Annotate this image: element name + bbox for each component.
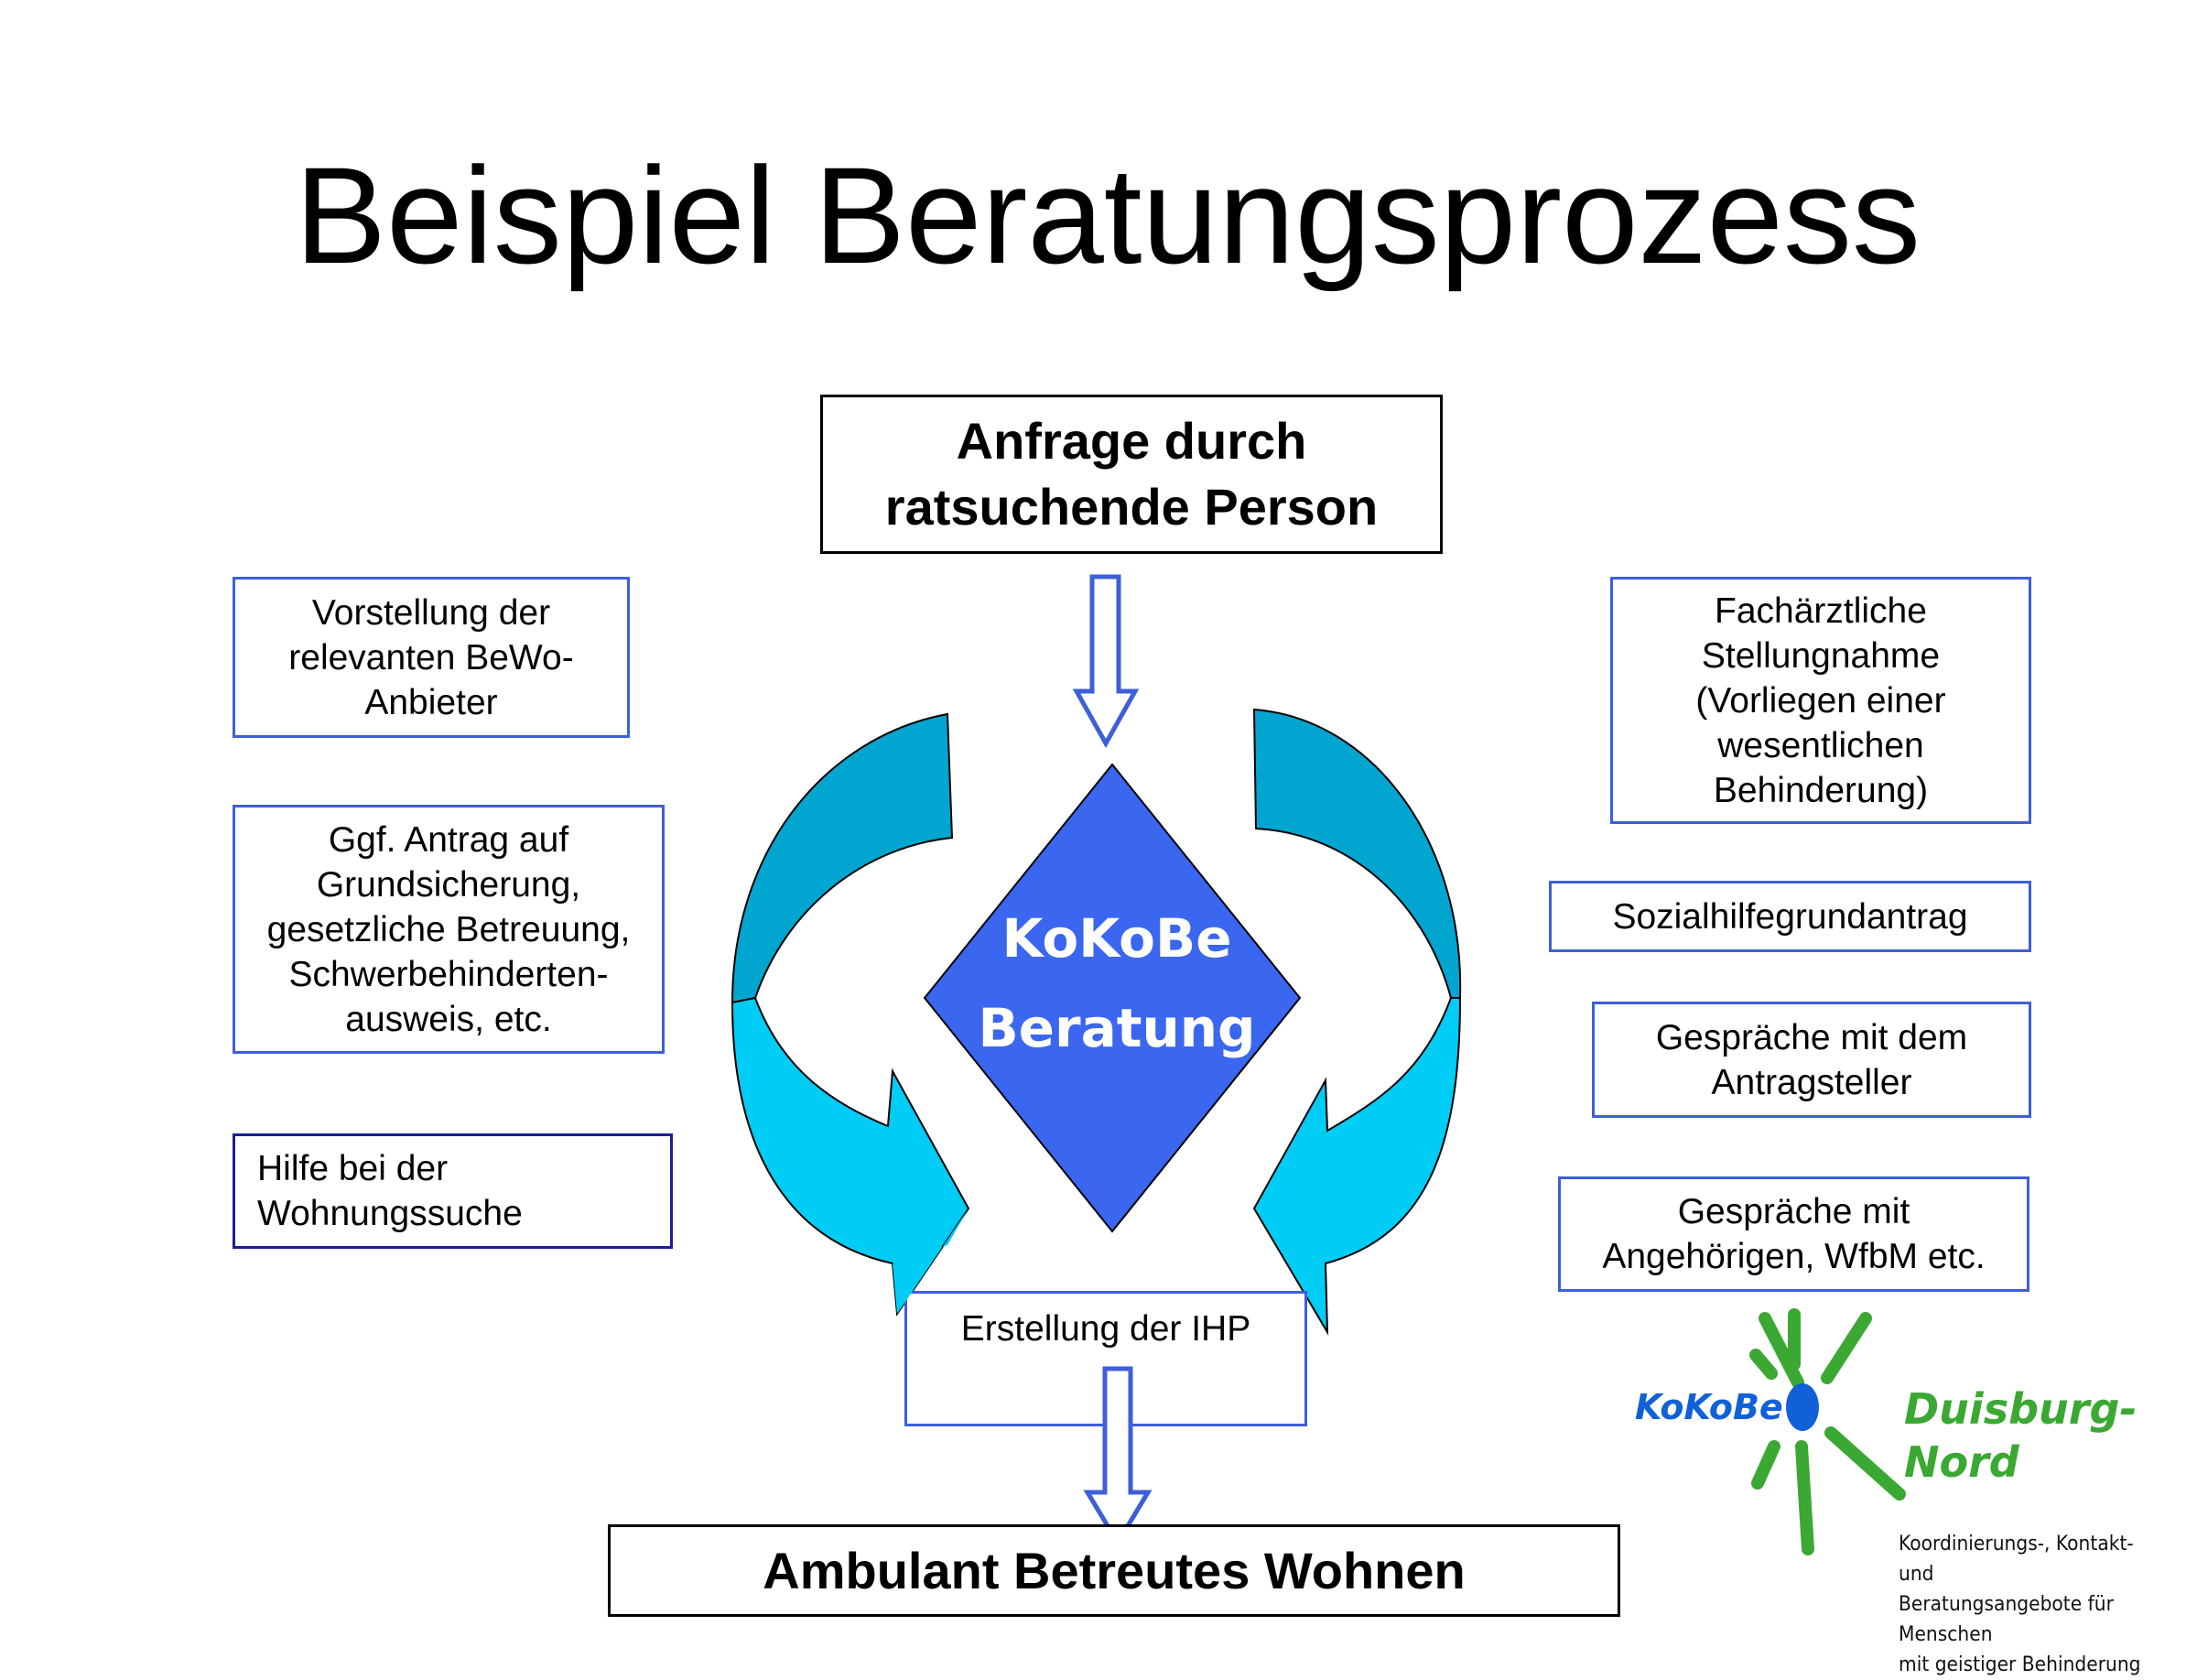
box-wohnung-line: Hilfe bei der (257, 1149, 449, 1188)
box-fachaerztlich-line: wesentlichen (1717, 725, 1924, 765)
box-fachaerztlich: Fachärztliche Stellungnahme (Vorliegen e… (1610, 577, 2031, 824)
box-fachaerztlich-line: (Vorliegen einer (1695, 680, 1946, 721)
box-antrag: Ggf. Antrag auf Grundsicherung, gesetzli… (233, 805, 665, 1054)
diamond-line: Beratung (978, 997, 1256, 1059)
box-vorstellung-line: Anbieter (364, 682, 498, 722)
box-anfrage-line: ratsuchende Person (884, 478, 1379, 536)
box-fachaerztlich-line: Behinderung) (1713, 770, 1929, 810)
box-gespraeche-angehoerige-line: Gespräche mit (1677, 1192, 1910, 1231)
logo-tagline-line: Beratungsangebote für Menschen (1899, 1593, 2114, 1646)
down-arrow-bottom-overlay (1083, 1366, 1153, 1547)
box-ambulant-text: Ambulant Betreutes Wohnen (763, 1542, 1466, 1599)
box-antrag-line: ausweis, etc. (345, 999, 552, 1039)
logo-name: KoKoBe (1635, 1387, 1783, 1427)
box-vorstellung-line: Vorstellung der (311, 592, 551, 633)
left-arrow-head-overlay (893, 1209, 969, 1314)
box-sozialhilfe-text: Sozialhilfegrundantrag (1612, 896, 1968, 937)
right-curved-arrow-front (1252, 997, 1462, 1336)
box-vorstellung-line: relevanten BeWo- (288, 637, 574, 677)
box-anfrage-line: Anfrage durch (956, 412, 1307, 470)
logo-city-line: Nord (1904, 1437, 2019, 1487)
box-gespraeche-angehoerige: Gespräche mit Angehörigen, WfbM etc. (1558, 1176, 2029, 1292)
box-gespraeche-antragsteller-line: Antragsteller (1711, 1062, 1912, 1102)
logo-tagline-line: mit geistiger Behinderung (1899, 1653, 2141, 1676)
box-sozialhilfe: Sozialhilfegrundantrag (1549, 881, 2031, 952)
logo-graphic (1749, 1308, 1906, 1555)
box-vorstellung: Vorstellung der relevanten BeWo- Anbiete… (233, 577, 630, 738)
diamond-line: KoKoBe (1001, 907, 1232, 970)
logo-tagline-line: Koordinierungs-, Kontakt- und (1899, 1533, 2134, 1586)
box-antrag-line: gesetzliche Betreuung, (266, 909, 631, 949)
box-antrag-line: Grundsicherung, (316, 864, 581, 905)
logo-city: Duisburg- Nord (1904, 1382, 2137, 1489)
box-anfrage: Anfrage durch ratsuchende Person (820, 395, 1443, 554)
logo-city-line: Duisburg- (1904, 1384, 2137, 1434)
page-title: Beispiel Beratungsprozess (295, 138, 1921, 292)
box-ambulant: Ambulant Betreutes Wohnen (608, 1524, 1620, 1617)
box-wohnung-line: Wohnungssuche (257, 1194, 523, 1233)
kokobe-diamond (923, 763, 1302, 1233)
box-fachaerztlich-line: Stellungnahme (1701, 635, 1941, 676)
box-antrag-line: Ggf. Antrag auf (328, 819, 569, 860)
box-ihp-text: Erstellung der IHP (960, 1309, 1251, 1349)
box-gespraeche-antragsteller-line: Gespräche mit dem (1655, 1017, 1968, 1057)
box-gespraeche-antragsteller: Gespräche mit dem Antragsteller (1592, 1002, 2031, 1118)
down-arrow-top (1072, 574, 1140, 749)
logo-tagline: Koordinierungs-, Kontakt- und Beratungsa… (1899, 1529, 2173, 1680)
box-gespraeche-angehoerige-line: Angehörigen, WfbM etc. (1602, 1237, 1986, 1276)
kokobe-diamond-label: KoKoBe Beratung (925, 894, 1309, 1073)
box-wohnung: Hilfe bei der Wohnungssuche (233, 1133, 673, 1249)
box-antrag-line: Schwerbehinderten- (288, 954, 609, 994)
box-fachaerztlich-line: Fachärztliche (1715, 591, 1927, 631)
